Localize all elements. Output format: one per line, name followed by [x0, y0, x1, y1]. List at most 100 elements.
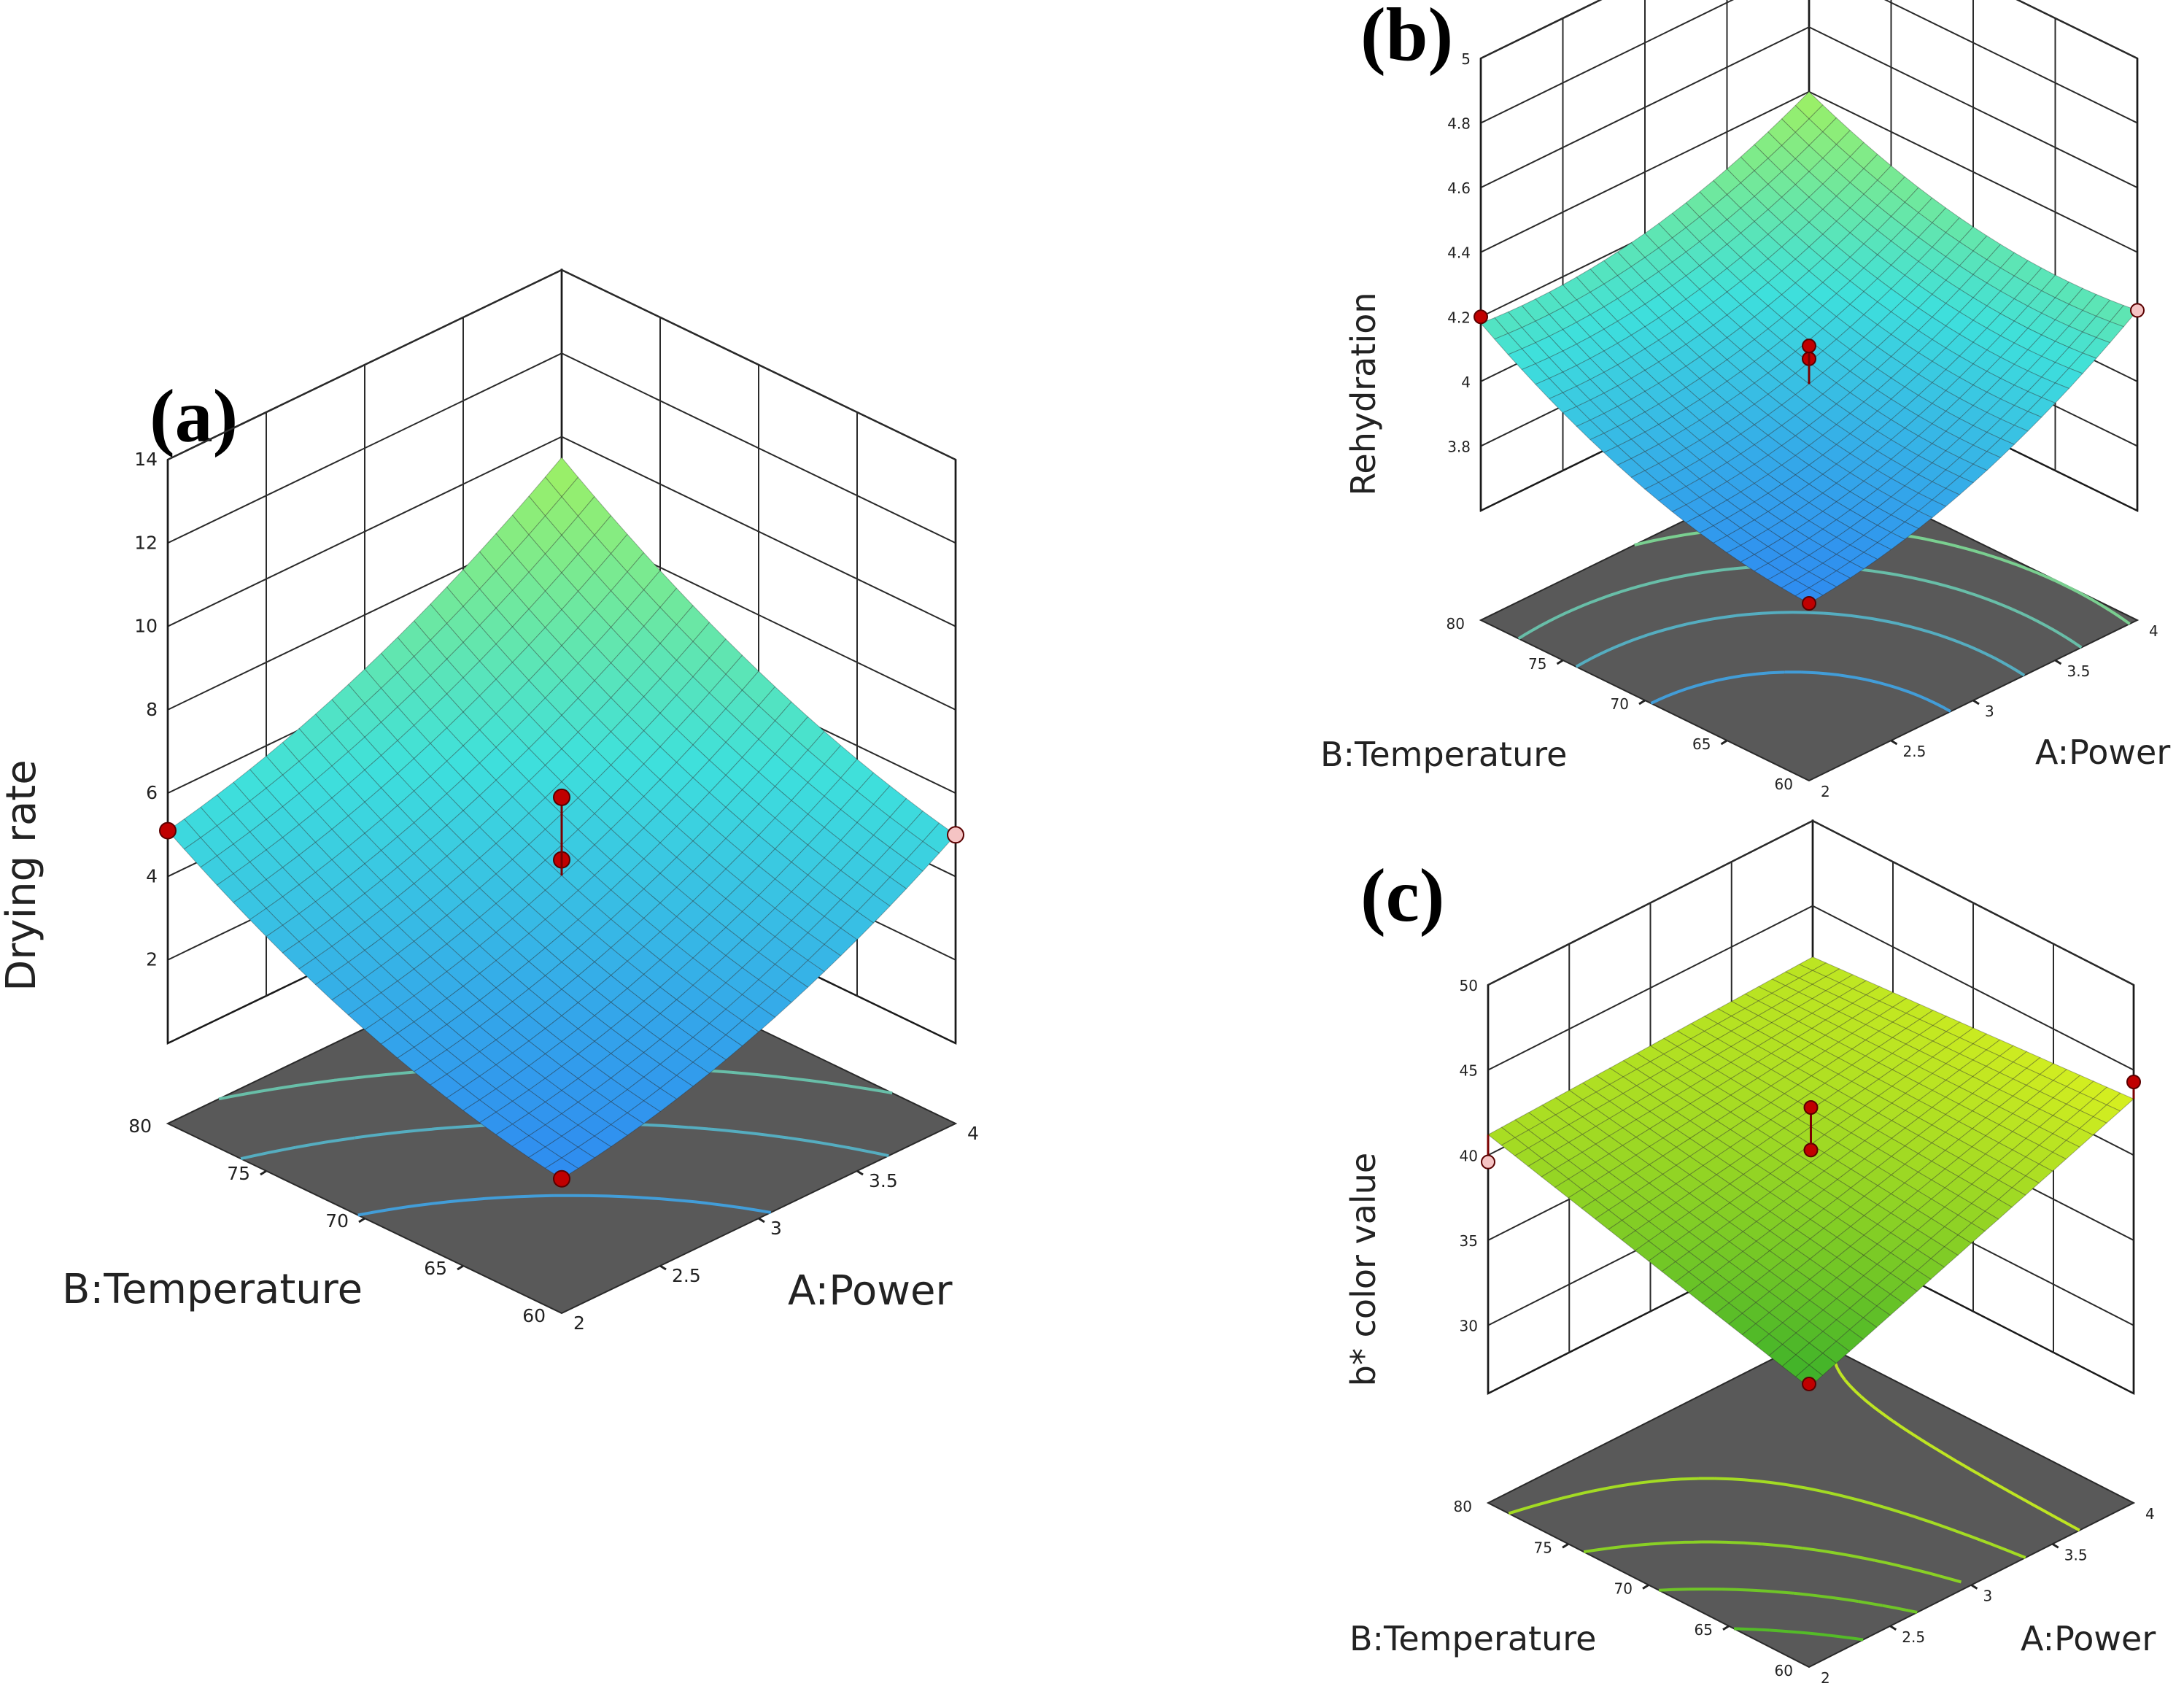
surface-cell — [1649, 1120, 1678, 1139]
contour-line — [1734, 1627, 1864, 1642]
surface-cell — [1716, 1016, 1746, 1032]
z-tick-label: 50 — [1460, 977, 1478, 994]
surface-cell — [380, 925, 415, 954]
z-axis-title: Drying rate — [0, 759, 45, 991]
surface-cell — [1984, 1180, 2013, 1200]
surface-cell — [1957, 1222, 1986, 1244]
surface-cell — [1703, 1038, 1732, 1055]
x-tick-label: 3.5 — [2064, 1546, 2088, 1563]
y-tick-label: 80 — [1447, 615, 1465, 633]
surface-cell — [1676, 1053, 1705, 1071]
design-points — [1474, 303, 2145, 611]
surface-cell — [1541, 1132, 1570, 1151]
surface-cell — [1878, 1102, 1906, 1121]
surface-cell — [1648, 1192, 1677, 1213]
surface-cell — [1958, 1076, 1987, 1094]
design-points — [159, 788, 964, 1188]
surface-cell — [1541, 1114, 1570, 1133]
y-tick-label: 80 — [1454, 1498, 1472, 1515]
panel-b: (b)3.844.24.44.64.8522.533.546065707580R… — [1320, 0, 2170, 800]
z-tick-label: 3.8 — [1447, 438, 1471, 455]
x-tick-mark — [2054, 659, 2062, 665]
z-tick-label: 5 — [1461, 50, 1471, 68]
surface-cell — [1688, 1282, 1716, 1304]
surface-cell — [1581, 1199, 1610, 1220]
surface-cell — [2065, 1128, 2094, 1148]
x-tick-label: 3 — [1985, 703, 1994, 720]
response-surface — [1480, 90, 2138, 604]
surface-cell — [1703, 1008, 1732, 1024]
surface-cell — [561, 889, 595, 921]
surface-cell — [1743, 1094, 1772, 1113]
surface-cell — [1743, 1061, 1773, 1079]
surface-cell — [807, 943, 842, 973]
surface-cell — [1671, 504, 1700, 523]
surface-cell — [1916, 1237, 1945, 1259]
y-tick-mark — [457, 1264, 464, 1271]
surface-cell — [1741, 1281, 1770, 1303]
surface-cell — [741, 1005, 776, 1032]
surface-cell — [1890, 1201, 1919, 1222]
panel-letter: (b) — [1360, 0, 1453, 77]
surface-cell — [1621, 1230, 1650, 1251]
surface-cell — [1877, 1193, 1905, 1214]
surface-cell — [1715, 1221, 1744, 1242]
surface-cell — [249, 819, 284, 851]
surface-cell — [1756, 1191, 1784, 1213]
z-tick-label: 6 — [146, 782, 158, 803]
surface-cell — [2025, 1108, 2054, 1128]
z-tick-label: 12 — [134, 532, 158, 553]
surface-cell — [266, 896, 300, 926]
z-axis-title: b* color value — [1344, 1153, 1383, 1386]
surface-cell — [2095, 321, 2125, 344]
surface-cell — [1784, 1084, 1813, 1102]
surface-cell — [1541, 1097, 1570, 1116]
surface-cell — [1822, 1298, 1851, 1321]
y-tick-mark — [358, 1217, 365, 1223]
surface-cell — [561, 975, 595, 1003]
z-tick-label: 4.6 — [1447, 179, 1471, 197]
surface-cell — [462, 660, 497, 697]
surface-cell — [1784, 1051, 1813, 1069]
surface-cell — [331, 988, 365, 1016]
surface-cell — [380, 836, 415, 868]
x-tick-mark — [659, 1264, 667, 1271]
surface-cell — [1754, 1333, 1784, 1357]
x-tick-mark — [2051, 1542, 2059, 1549]
surface-cell — [1863, 1166, 1892, 1186]
surface-cell — [1730, 1102, 1759, 1121]
surface-cell — [446, 810, 481, 843]
surface-cell — [1782, 1290, 1811, 1312]
surface-cell — [1689, 1147, 1718, 1167]
y-tick-mark — [1638, 699, 1646, 705]
panel-letter: (a) — [150, 374, 238, 458]
surface-cell — [430, 1049, 464, 1075]
design-point — [1481, 1154, 1495, 1169]
contour-line — [1575, 611, 2026, 677]
design-point — [1802, 1377, 1816, 1391]
surface-cell — [1932, 1080, 1960, 1098]
surface-cell — [1878, 1053, 1907, 1070]
surface-cell — [643, 606, 678, 644]
surface-cell — [1757, 1119, 1785, 1138]
surface-cell — [1824, 1073, 1853, 1091]
surface-cell — [1769, 1182, 1798, 1202]
z-gridline — [1487, 905, 2134, 1071]
surface-cell — [1824, 1107, 1853, 1126]
surface-cell — [1742, 1240, 1770, 1262]
x-tick-label: 3 — [1983, 1588, 1993, 1605]
surface-cell — [1507, 348, 1536, 371]
surface-cell — [1741, 1323, 1770, 1346]
surface-cell — [1836, 1226, 1865, 1247]
surface-cell — [1729, 1174, 1758, 1194]
surface-cell — [1809, 1227, 1838, 1249]
surface-cell — [1689, 1164, 1717, 1185]
surface-cell — [1716, 1078, 1745, 1096]
surface-cell — [1716, 1146, 1745, 1167]
z-gridline — [1480, 26, 2138, 189]
surface-cell — [1714, 1302, 1743, 1325]
surface-cell — [856, 894, 891, 924]
x-tick-mark — [1970, 1584, 1978, 1590]
surface-cell — [1594, 1209, 1623, 1230]
